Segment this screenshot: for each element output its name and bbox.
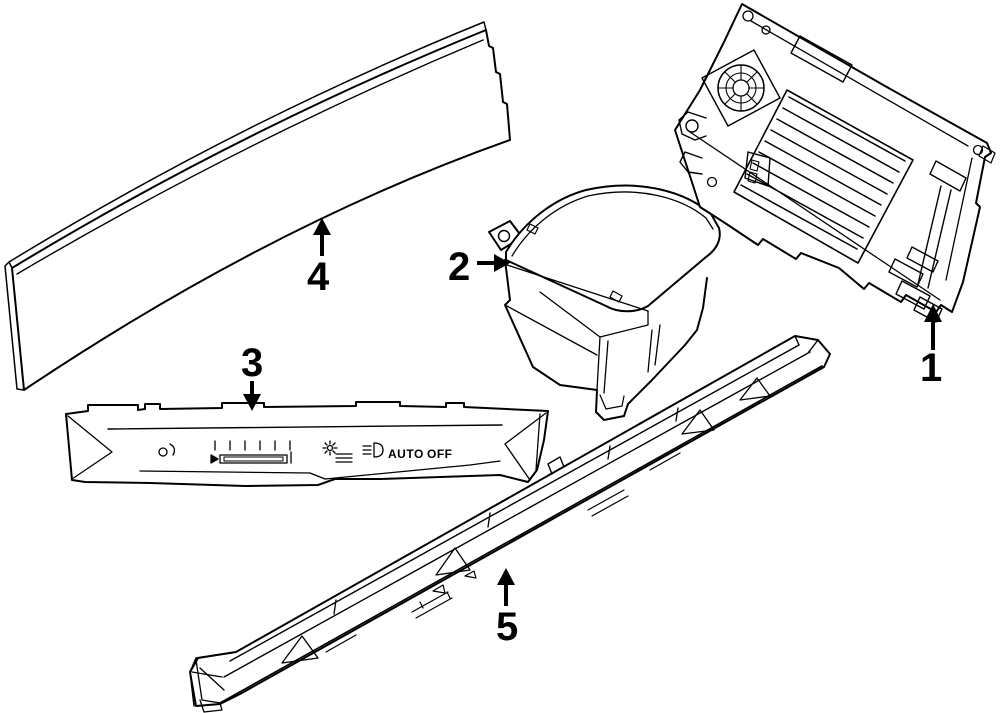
callout-1[interactable]: 1 [920,304,942,390]
part-4-trim-strip [4,21,511,391]
callout-5[interactable]: 5 [496,568,518,649]
callout-2-arrow [477,261,499,265]
module-right-flange [917,145,996,289]
heatsink-fins-icon [733,89,914,264]
callout-2[interactable]: 2 [448,245,510,289]
callout-3[interactable]: 3 [241,341,263,411]
brightness-sun-icon [322,440,353,463]
part-1-control-module [674,3,996,323]
rail-left-tip [191,659,225,713]
callout-4-number[interactable]: 4 [307,255,330,299]
callout-3-number[interactable]: 3 [241,341,263,385]
callout-5-number[interactable]: 5 [496,605,518,649]
callout-2-arrowhead [494,254,510,272]
callout-3-arrow [250,381,254,399]
display-foot [599,394,625,410]
callout-5-arrowhead [497,568,515,585]
callout-5-arrow [504,582,508,606]
headlamp-leveling-icon [158,443,176,457]
callout-4[interactable]: 4 [307,218,331,299]
callout-1-arrow [931,320,935,350]
cooling-fan-icon [701,49,781,127]
callout-1-number[interactable]: 1 [920,346,942,390]
part-3-switch-panel: AUTO OFF [65,401,549,487]
dimmer-scale-icon [210,440,292,464]
rail-clip [547,456,565,475]
callout-1-arrowhead [924,304,942,322]
callout-4-arrowhead [313,218,331,235]
off-label: OFF [427,447,453,461]
part-5-support-rail [189,335,831,713]
module-ears [678,111,707,175]
part-2-display-unit [488,184,721,421]
module-top-plate [790,35,853,83]
auto-headlamp-icon [362,442,384,458]
callout-2-number[interactable]: 2 [448,245,470,289]
callout-4-arrow [320,232,324,256]
callouts: 1 2 3 4 5 [241,218,942,649]
callout-3-arrowhead [243,394,261,411]
rail-hatch-marks [321,452,681,653]
module-clip-bracket [744,151,771,187]
auto-label: AUTO [388,447,424,461]
rail-gussets [281,377,771,664]
